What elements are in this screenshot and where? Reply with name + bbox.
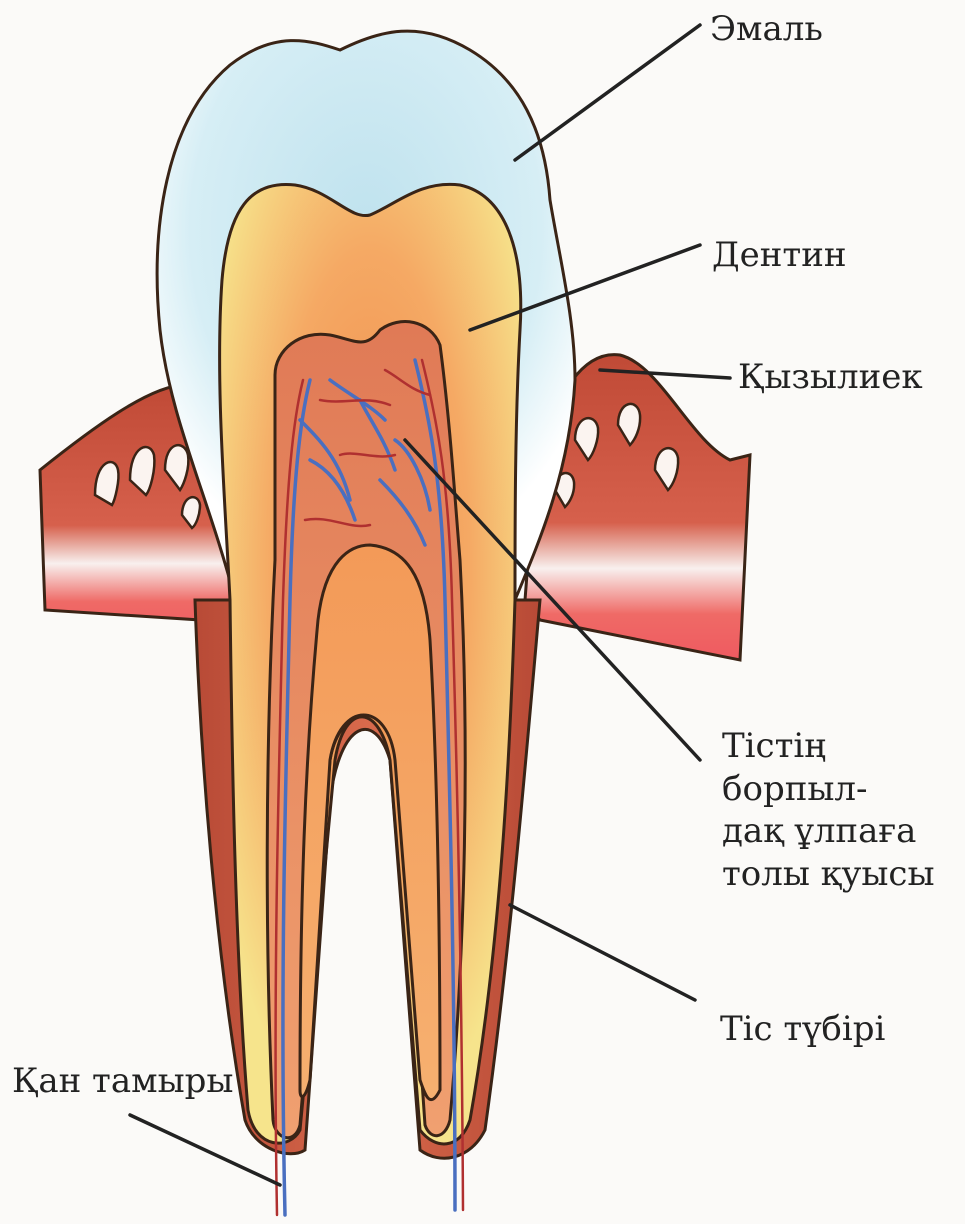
label-gum: Қызылиек: [738, 356, 923, 399]
label-enamel: Эмаль: [710, 8, 823, 51]
label-blood-vessel: Қан тамыры: [12, 1060, 233, 1103]
label-root: Тіс түбірі: [720, 1008, 885, 1051]
label-pulp-cavity-line-2: дақ ұлпаға: [722, 810, 965, 853]
root-inner-dentin: [300, 545, 440, 1100]
leader-root: [510, 905, 695, 1000]
label-pulp-cavity: Тістің борпыл- дақ ұлпаға толы қуысы: [722, 725, 965, 895]
label-pulp-cavity-line-3: толы қуысы: [722, 853, 965, 896]
label-pulp-cavity-line-1: Тістің борпыл-: [722, 725, 965, 810]
leader-enamel: [515, 25, 700, 160]
label-dentin: Дентин: [712, 234, 847, 277]
